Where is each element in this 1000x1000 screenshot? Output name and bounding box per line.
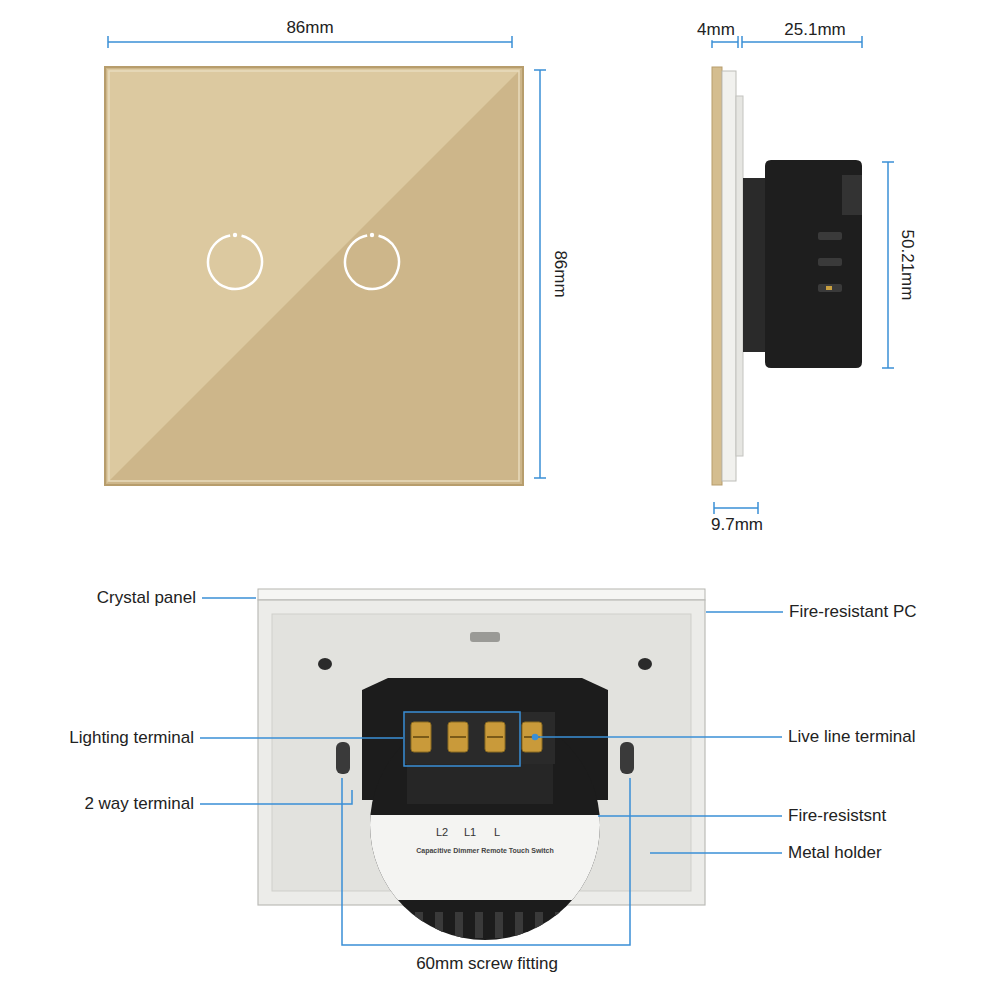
terminal-block [405,712,555,764]
part-label: 2 way terminal [82,794,196,814]
part-label: Fire-resistant PC [787,602,919,622]
module-vent [818,258,842,266]
dimension-label: 86mm [550,248,570,299]
terminal-name: L [494,826,500,839]
part-label: Metal holder [786,843,884,863]
part-label: Crystal panel [95,588,198,608]
leader-line [598,815,782,817]
back-view [258,589,705,940]
terminal-name: L1 [464,826,476,839]
dimension-tick [534,69,546,71]
terminal-screw [826,286,832,290]
leader-dot [533,735,538,740]
glass-edge [109,71,519,481]
metal-holder-side [736,96,743,456]
dimension-tick [757,502,759,514]
dimension-tick [882,367,894,369]
dimension-label: 25.1mm [782,20,847,40]
screw-hole [318,658,332,670]
front-view [105,67,523,485]
product-name: Capacitive Dimmer Remote Touch Switch [416,847,554,855]
glass-edge-side [712,67,722,485]
metal-holder [272,614,691,891]
module-neck [743,178,765,352]
dimension-tick [741,36,743,48]
glass-panel [105,67,523,485]
screw-hole [638,658,652,670]
module-grille [395,912,563,938]
terminal-base [407,764,553,804]
leader-line [202,597,256,599]
dimension-tick [511,36,513,48]
part-label: Lighting terminal [67,728,196,748]
terminal-name: L2 [436,826,448,839]
dimension-tick [882,161,894,163]
lighting-terminal-frame [404,712,520,766]
leader-line [650,852,782,854]
dimension-tick [861,36,863,48]
part-label: Fire-resistsnt [786,806,888,826]
module-slot [842,175,862,215]
leader-line [200,737,403,739]
pc-frame-side [722,71,736,481]
indicator-dot [233,233,237,237]
dimension-line [742,41,862,43]
dimension-line [887,162,889,368]
leader-lines [200,598,783,945]
dimension-label: 4mm [695,20,737,40]
dimension-tick [737,36,739,48]
leader-line [532,736,782,738]
glass-reflection [107,69,521,483]
dimension-tick [107,36,109,48]
screw-slot [336,742,350,774]
dimension-lines [108,36,894,514]
touch-key [202,229,267,294]
indicator-dot [370,233,374,237]
crystal-panel-edge [258,589,705,600]
dimension-tick [534,477,546,479]
dimension-label: 9.7mm [709,515,765,535]
dimension-label: 86mm [284,18,335,38]
touch-key [339,229,404,294]
dimension-line [714,507,758,509]
screw-fitting-bracket [342,778,630,945]
module-vent [818,284,842,292]
dimension-line [108,41,512,43]
part-label: Live line terminal [786,727,918,747]
screw-slot [620,742,634,774]
side-view [712,67,862,485]
dimension-line [712,41,738,43]
module-body [765,160,862,368]
module-sticker [360,815,610,900]
dimension-line [539,70,541,478]
pc-frame [258,600,705,905]
dimension-tick [713,502,715,514]
leader-line [706,611,783,613]
dimension-label: 50.21mm [897,228,917,303]
module-vent [818,232,842,240]
clip-notch [470,632,500,642]
terminal-screws [411,722,542,752]
leader-line [200,790,352,804]
dimension-label: 60mm screw fitting [414,954,560,974]
